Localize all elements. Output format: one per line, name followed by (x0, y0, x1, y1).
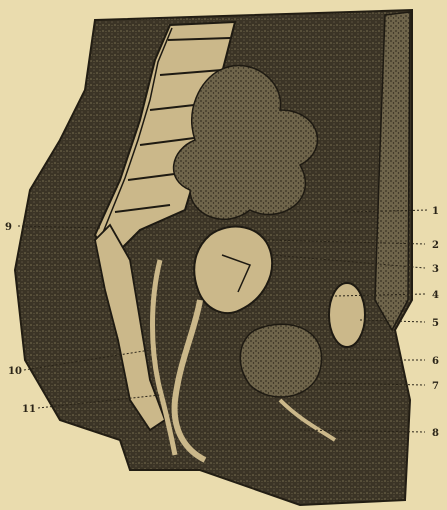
label-7: 7 (432, 381, 439, 392)
label-1: 1 (432, 206, 439, 217)
pubic-bone (329, 283, 365, 347)
label-3: 3 (432, 264, 439, 275)
label-6: 6 (432, 356, 439, 367)
label-2: 2 (432, 240, 439, 251)
label-9: 9 (5, 222, 12, 233)
label-8: 8 (432, 428, 439, 439)
label-11: 11 (22, 404, 36, 415)
bladder (240, 324, 321, 397)
label-4: 4 (432, 290, 439, 301)
label-10: 10 (8, 366, 22, 377)
label-5: 5 (432, 318, 439, 329)
